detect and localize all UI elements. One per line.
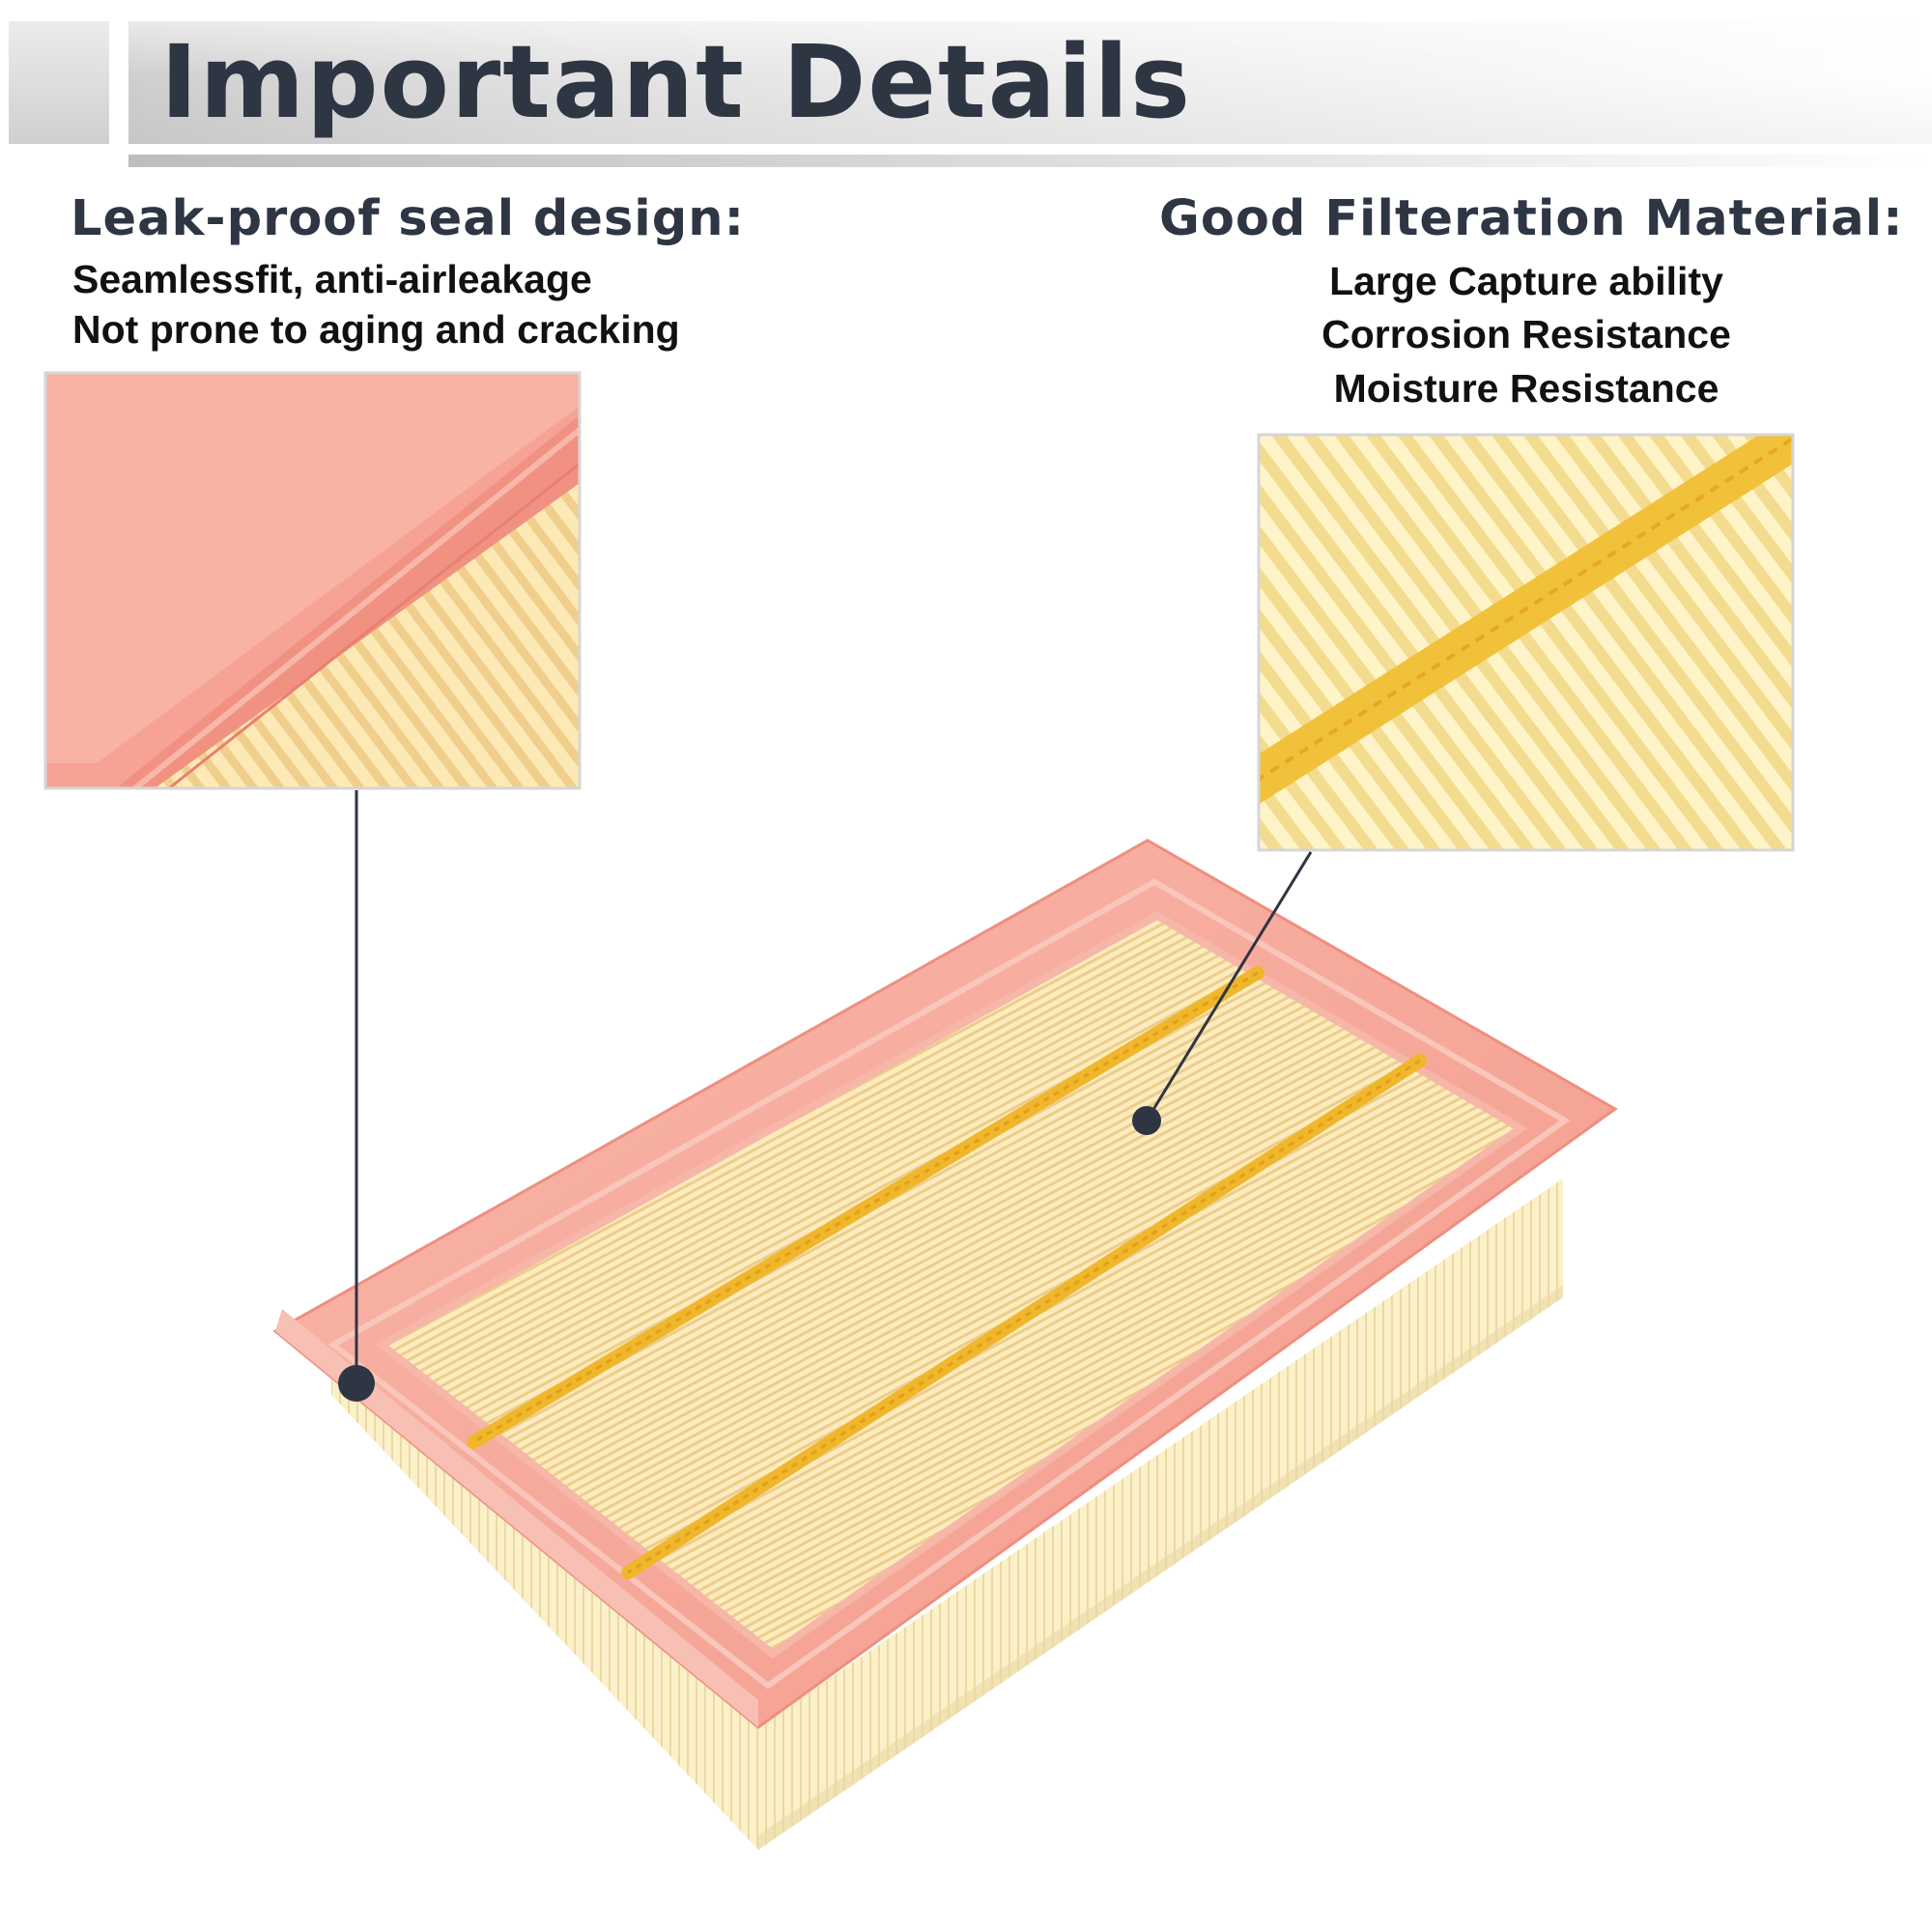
filter-side-right: [758, 1179, 1563, 1850]
filter-material-line: Corrosion Resistance: [1321, 312, 1731, 356]
seal-design-line: Seamlessfit, anti-airleakage: [72, 257, 592, 301]
filter-material-heading: Good Filteration Material:: [1159, 190, 1904, 247]
seal-design-line: Not prone to aging and cracking: [72, 307, 680, 352]
filter-material-line: Large Capture ability: [1329, 259, 1723, 303]
header-underline: [128, 155, 1932, 167]
media-pointer-dot: [1132, 1106, 1161, 1135]
seal-pointer: [338, 790, 375, 1402]
page-title: Important Details: [160, 23, 1193, 141]
filter-material-line: Moisture Resistance: [1333, 366, 1719, 411]
header-banner: [128, 21, 1932, 144]
seal-design-heading: Leak-proof seal design:: [71, 190, 746, 247]
air-filter: [272, 838, 1618, 1850]
filter-media: [382, 916, 1520, 1654]
header-tab: [9, 21, 109, 144]
seal-pointer-dot: [338, 1365, 375, 1402]
media-zoom-inset: [1257, 433, 1795, 852]
media-zoom-border: [1257, 433, 1795, 852]
media-pointer: [1132, 851, 1313, 1135]
seal-zoom-inset: [43, 371, 582, 790]
resin-bead-2: [621, 1054, 1427, 1579]
seal-zoom-border: [43, 371, 582, 790]
